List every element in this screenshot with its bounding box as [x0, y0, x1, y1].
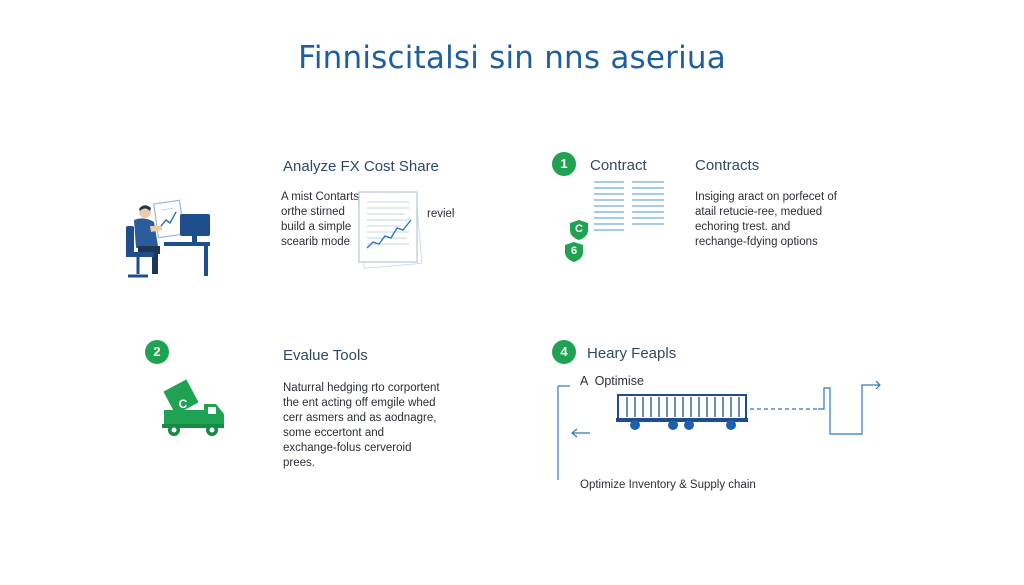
- step-badge-2: 2: [145, 340, 169, 364]
- section1-heading: Analyze FX Cost Share: [283, 158, 439, 175]
- shield-icon: [564, 241, 584, 263]
- shield-badge-label: C: [575, 223, 583, 235]
- section1-line: scearib mode: [281, 236, 351, 248]
- contracts-line: Insiging aract on porfecet of: [695, 191, 837, 203]
- section1-side-text: reviel: [427, 208, 455, 220]
- section2-line: the ent acting off emgile whed: [283, 397, 436, 409]
- section4-footer: Optimize Inventory & Supply chain: [580, 479, 756, 491]
- contracts-line: rechange-fdying options: [695, 236, 818, 248]
- section1-text: A mist Contarts orthe stirned build a si…: [281, 190, 359, 250]
- section2-heading: Evalue Tools: [283, 347, 368, 364]
- contracts-text: Insiging aract on porfecet of atail retu…: [695, 190, 837, 250]
- person-at-desk-icon: [120, 196, 220, 282]
- section2-line: exchange-folus cerveroid: [283, 442, 412, 454]
- section2-line: some eccertont and: [283, 427, 385, 439]
- step-badge-4: 4: [552, 340, 576, 364]
- truck-icon: [160, 379, 226, 440]
- document-chart-icon: [355, 186, 427, 270]
- supply-chain-flow: [556, 376, 886, 486]
- contracts-heading: Contracts: [695, 157, 760, 174]
- section1-line: build a simple: [281, 221, 352, 233]
- shield-badge-label: 6: [570, 245, 578, 257]
- page-title: Finniscitalsi sin nns aseriua: [298, 40, 726, 76]
- section4-sub-label: A Optimise: [580, 374, 644, 388]
- contract-label: Contract: [590, 157, 647, 174]
- truck-icon-label: C: [178, 397, 188, 411]
- section2-text: Naturral hedging rto corportent the ent …: [283, 381, 440, 471]
- section2-line: cerr asmers and as aodnagre,: [283, 412, 437, 424]
- contract-document-icon: [592, 178, 666, 234]
- contracts-line: atail retucie-ree, medued: [695, 206, 823, 218]
- section2-line: Naturral hedging rto corportent: [283, 382, 440, 394]
- section1-line: orthe stirned: [281, 206, 345, 218]
- contracts-line: echoring trest. and: [695, 221, 791, 233]
- step-badge-1: 1: [552, 152, 576, 176]
- section4-heading: Heary Feapls: [587, 345, 677, 362]
- section1-line: A mist Contarts: [281, 191, 359, 203]
- shield-icon: [569, 219, 589, 241]
- section2-line: prees.: [283, 457, 315, 469]
- train-wagon-icon: [615, 392, 749, 434]
